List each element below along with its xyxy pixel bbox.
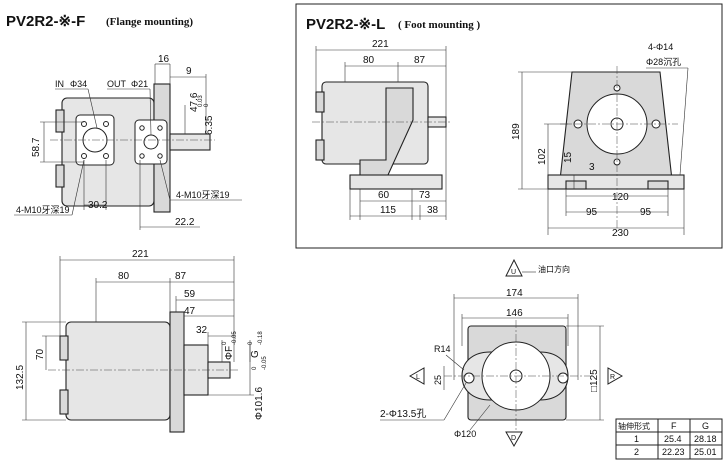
bottom-pump-body xyxy=(65,321,171,421)
side-dim-47: 47 xyxy=(184,306,196,317)
arrow-r xyxy=(607,367,624,385)
side-dim-87: 87 xyxy=(175,271,187,282)
front-dim-120: Φ120 xyxy=(454,429,476,439)
bottom-side-view: 221 80 87 59 47 32 132.5 70 ΦF 0 -0.05 G… xyxy=(15,249,268,433)
table-row-2-g: 25.01 xyxy=(694,447,717,457)
bottom-pump-flange xyxy=(169,311,185,433)
flange-view: PV2R2-※-F (Flange mounting) IN Φ34 OUT Φ… xyxy=(6,13,242,230)
foot-dim-115: 115 xyxy=(380,205,396,216)
side-dim-221: 221 xyxy=(132,249,149,260)
side-dim-phi-f-tol: -0.05 xyxy=(232,331,238,345)
svg-text:0: 0 xyxy=(252,366,258,370)
arrow-u xyxy=(505,258,523,277)
arrow-l-letter: L xyxy=(416,374,420,381)
arrow-d-letter: D xyxy=(511,435,516,442)
flange-title-note: (Flange mounting) xyxy=(106,16,193,28)
table-row-2-type: 2 xyxy=(634,447,639,457)
side-dim-132-5: 132.5 xyxy=(15,365,26,390)
dim-9: 9 xyxy=(186,66,192,77)
front-hole-note: 2-Φ13.5孔 xyxy=(380,408,426,420)
front-hole-left xyxy=(463,372,475,384)
side-dim-101-6-tol: -0.05 xyxy=(262,356,268,370)
foot-base xyxy=(349,174,443,190)
out-label: OUT xyxy=(107,79,127,89)
out-port-size: Φ21 xyxy=(131,79,148,89)
dim-47-6: 47.6 xyxy=(189,92,200,112)
foot-dim-95-left: 95 xyxy=(586,207,598,218)
side-dim-g: G xyxy=(250,350,261,358)
table-header-f: F xyxy=(671,421,677,431)
arrow-l xyxy=(408,367,425,385)
foot-dim-120: 120 xyxy=(612,192,629,203)
oil-direction-label: 油口方向 xyxy=(538,264,570,274)
foot-view-frame xyxy=(295,3,723,249)
table-row-2-f: 22.23 xyxy=(662,447,685,457)
dim-6-35: 6.35 xyxy=(204,115,215,135)
front-dim-146: 146 xyxy=(506,308,523,319)
shaft-table: 轴伸形式 F G 1 25.4 28.18 2 22.23 25.01 xyxy=(615,418,723,460)
flange-pump-shaft xyxy=(169,133,211,151)
side-dim-59: 59 xyxy=(184,289,196,300)
dim-22-2: 22.2 xyxy=(175,217,195,228)
in-port-size: Φ34 xyxy=(70,79,87,89)
foot-dim-15: 15 xyxy=(563,151,574,163)
side-dim-101-6: Φ101.6 xyxy=(254,387,265,420)
front-dim-174: 174 xyxy=(506,288,523,299)
foot-dim-221: 221 xyxy=(372,39,389,50)
thread-note-left: 4-M10牙深19 xyxy=(16,205,70,215)
front-hole-right xyxy=(557,372,569,384)
table-header-g: G xyxy=(702,421,709,431)
side-dim-32: 32 xyxy=(196,325,208,336)
foot-dim-73: 73 xyxy=(419,190,431,201)
arrow-u-letter: U xyxy=(511,269,516,276)
table-header-type: 轴伸形式 xyxy=(618,421,650,431)
table-row-1-type: 1 xyxy=(634,434,639,444)
table-row-1-g: 28.18 xyxy=(694,434,717,444)
in-label: IN xyxy=(55,79,64,89)
dim-16: 16 xyxy=(158,54,170,65)
side-dim-g-tol: -0.18 xyxy=(258,331,264,345)
svg-text:0: 0 xyxy=(248,341,254,345)
front-dim-25: 25 xyxy=(433,375,443,385)
svg-text:0: 0 xyxy=(204,103,210,107)
arrow-r-letter: R xyxy=(610,374,615,381)
side-dim-phi-f: ΦF xyxy=(224,346,235,360)
foot-dim-38: 38 xyxy=(427,205,439,216)
foot-dim-3: 3 xyxy=(589,162,595,173)
foot-dim-87: 87 xyxy=(414,55,426,66)
foot-counterbore-note: Φ28沉孔 xyxy=(646,57,681,67)
side-dim-80: 80 xyxy=(118,271,130,282)
dim-6-35-tol: 0.03 xyxy=(198,95,204,107)
dim-58-7: 58.7 xyxy=(31,137,42,157)
bottom-front-view: U 油口方向 174 146 L R D R14 25 xyxy=(380,258,624,448)
thread-note-right: 4-M10牙深19 xyxy=(176,190,230,200)
front-dim-125: □125 xyxy=(589,369,600,392)
table-row-1-f: 25.4 xyxy=(664,434,682,444)
foot-dim-189: 189 xyxy=(511,123,522,140)
flange-title-code: PV2R2-※-F xyxy=(6,13,85,30)
foot-title-code: PV2R2-※-L xyxy=(306,16,385,33)
foot-dim-80: 80 xyxy=(363,55,375,66)
foot-hole-note: 4-Φ14 xyxy=(648,42,673,52)
dim-30-2: 30.2 xyxy=(88,200,108,211)
side-dim-phi-f-zero: 0 xyxy=(222,341,228,345)
foot-dim-95-right: 95 xyxy=(640,207,652,218)
foot-dim-230: 230 xyxy=(612,228,629,239)
foot-dim-102: 102 xyxy=(537,148,548,165)
front-dim-r14: R14 xyxy=(434,344,451,354)
foot-title-note: ( Foot mounting ) xyxy=(398,19,481,31)
out-port-circle xyxy=(143,134,159,150)
side-dim-70: 70 xyxy=(35,348,46,360)
foot-dim-60: 60 xyxy=(378,190,390,201)
arrow-d xyxy=(505,431,523,448)
foot-view: PV2R2-※-L ( Foot mounting ) 221 80 87 60… xyxy=(306,16,689,239)
